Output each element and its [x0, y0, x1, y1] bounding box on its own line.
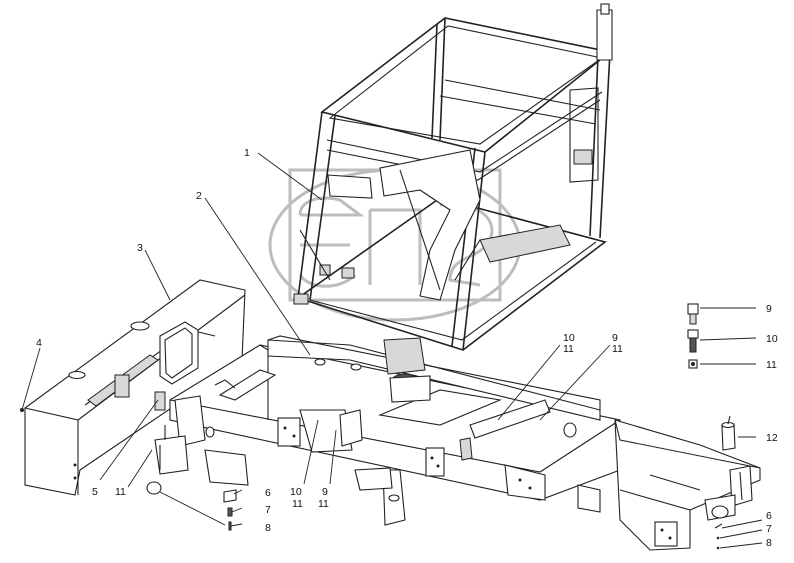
callout-9-side: 9 [766, 303, 772, 315]
callout-11-left: 11 [115, 486, 126, 498]
hardware-set-right [687, 303, 699, 369]
cabin-frame [293, 3, 613, 351]
front-bumper [20, 279, 246, 496]
callout-7-left: 7 [265, 504, 271, 516]
callout-9-mid: 9 [322, 486, 328, 498]
callout-11-top-a: 11 [563, 343, 574, 355]
callout-11-mid-b: 11 [318, 498, 329, 510]
callout-5: 5 [92, 486, 98, 498]
callout-6-left: 6 [265, 487, 271, 499]
callout-10-mid: 10 [290, 486, 302, 498]
hardware-rear-small [714, 523, 723, 550]
callout-12: 12 [766, 432, 778, 444]
callout-8-left: 8 [265, 522, 271, 534]
callout-6-right: 6 [766, 510, 772, 522]
callout-4: 4 [36, 337, 42, 349]
callout-labels: 1 2 3 4 5 11 6 7 8 10 11 9 11 10 11 9 11… [36, 147, 778, 549]
callout-10-top: 10 [563, 332, 575, 344]
rear-extension [614, 419, 761, 551]
callout-11-side: 11 [766, 359, 777, 371]
callout-8-right: 8 [766, 537, 772, 549]
callout-7-right: 7 [766, 523, 772, 535]
callout-3: 3 [137, 242, 143, 254]
callout-2: 2 [196, 190, 202, 202]
leader-lines [21, 152, 763, 549]
callout-1: 1 [244, 147, 250, 159]
callout-10-side: 10 [766, 333, 778, 345]
callout-11-mid-a: 11 [292, 498, 303, 510]
hardware-set-left [223, 489, 237, 531]
spring-pin-12 [721, 415, 736, 451]
main-frame [146, 335, 621, 526]
callout-11-top-b: 11 [612, 343, 623, 355]
callout-9-top: 9 [612, 332, 618, 344]
